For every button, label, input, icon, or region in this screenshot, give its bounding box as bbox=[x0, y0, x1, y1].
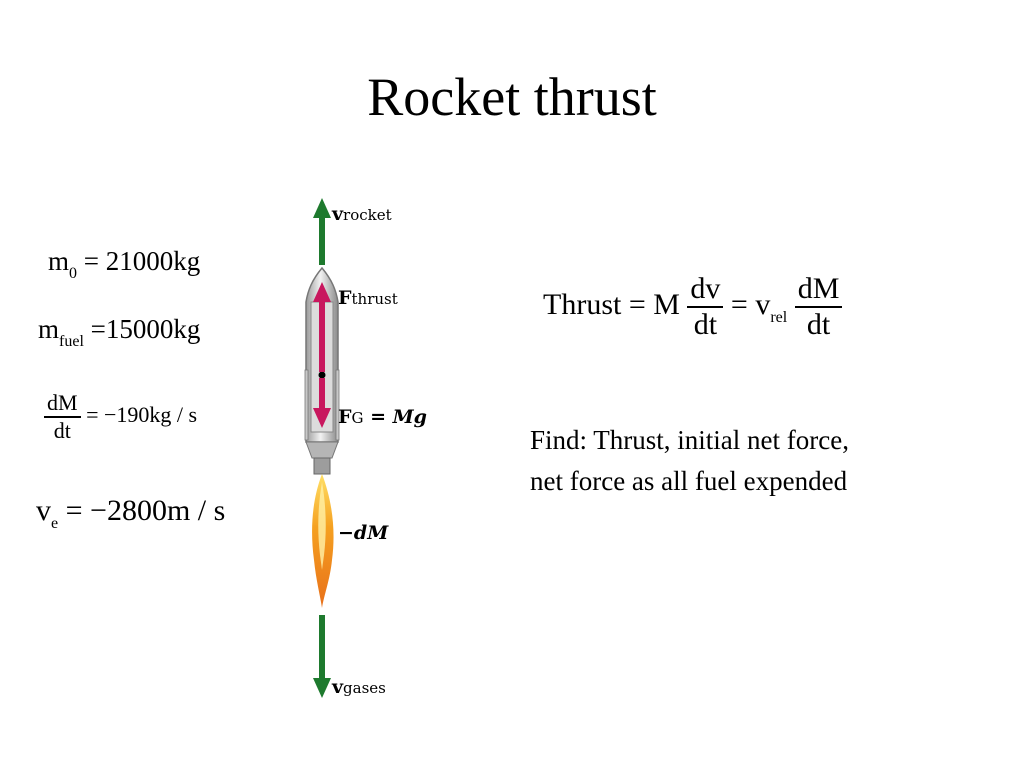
v-gases-label: vgases bbox=[332, 676, 386, 698]
velocity-gases-arrow bbox=[313, 615, 331, 698]
given-initial-mass-value: = 21000kg bbox=[83, 246, 201, 276]
v-rocket-sub: rocket bbox=[343, 206, 392, 224]
mass-rate-fraction: dM dt bbox=[44, 390, 81, 444]
dm-numerator: dM bbox=[794, 272, 843, 308]
thrust-fraction-dv-dt: dv dt bbox=[687, 272, 724, 342]
v-rocket-label: vrocket bbox=[332, 203, 392, 225]
find-line-2: net force as all fuel expended bbox=[530, 466, 848, 496]
f-g-main: F bbox=[338, 406, 352, 428]
f-g-label: FG = Mg bbox=[338, 406, 427, 428]
f-thrust-main: F bbox=[338, 287, 352, 309]
v-gases-sub: gases bbox=[343, 679, 386, 697]
thrust-arrow bbox=[313, 282, 331, 372]
given-fuel-mass: mfuel =15000kg bbox=[38, 314, 201, 350]
thrust-fraction-dm-dt: dM dt bbox=[794, 272, 843, 342]
mass-rate-denominator: dt bbox=[53, 418, 71, 443]
v-gases-main: v bbox=[332, 676, 344, 698]
given-initial-mass-symbol: m bbox=[48, 246, 70, 276]
minus-dm-label: −dM bbox=[338, 522, 389, 544]
dt-denominator-2: dt bbox=[806, 308, 831, 341]
given-initial-mass-sub: 0 bbox=[69, 265, 78, 282]
given-fuel-mass-value: =15000kg bbox=[90, 314, 201, 344]
thrust-equation-lhs: Thrust = M bbox=[543, 287, 680, 321]
f-thrust-sub: thrust bbox=[351, 290, 398, 308]
find-line-1: Find: Thrust, initial net force, bbox=[530, 425, 849, 455]
f-thrust-label: Fthrust bbox=[338, 287, 398, 309]
mass-rate-value: = −190kg / s bbox=[86, 402, 198, 428]
f-g-sub: G bbox=[351, 409, 364, 427]
mass-rate-numerator: dM bbox=[44, 390, 81, 418]
f-g-rhs: = Mg bbox=[370, 406, 427, 428]
gravity-arrow bbox=[313, 378, 331, 428]
thrust-equation: Thrust = M dv dt = vrel dM dt bbox=[543, 272, 843, 342]
dv-numerator: dv bbox=[687, 272, 724, 308]
given-mass-rate: dM dt = −190kg / s bbox=[44, 390, 197, 444]
exhaust-flame bbox=[312, 474, 334, 608]
velocity-rocket-arrow bbox=[313, 198, 331, 265]
exhaust-velocity-symbol: v bbox=[36, 494, 51, 527]
v-rocket-main: v bbox=[332, 203, 344, 225]
exhaust-velocity-sub: e bbox=[51, 515, 59, 532]
given-initial-mass: m0 = 21000kg bbox=[48, 246, 201, 282]
page-title: Rocket thrust bbox=[367, 67, 657, 127]
v-rel-sub: rel bbox=[770, 308, 788, 326]
thrust-equation-mid: = v bbox=[730, 287, 771, 321]
dt-denominator-1: dt bbox=[693, 308, 718, 341]
find-instructions: Find: Thrust, initial net force, net for… bbox=[530, 420, 849, 502]
given-fuel-mass-sub: fuel bbox=[59, 333, 84, 350]
given-exhaust-velocity: ve = −2800m / s bbox=[36, 494, 226, 532]
rocket-diagram bbox=[304, 198, 340, 698]
given-fuel-mass-symbol: m bbox=[38, 314, 60, 344]
exhaust-velocity-value: = −2800m / s bbox=[65, 494, 226, 527]
